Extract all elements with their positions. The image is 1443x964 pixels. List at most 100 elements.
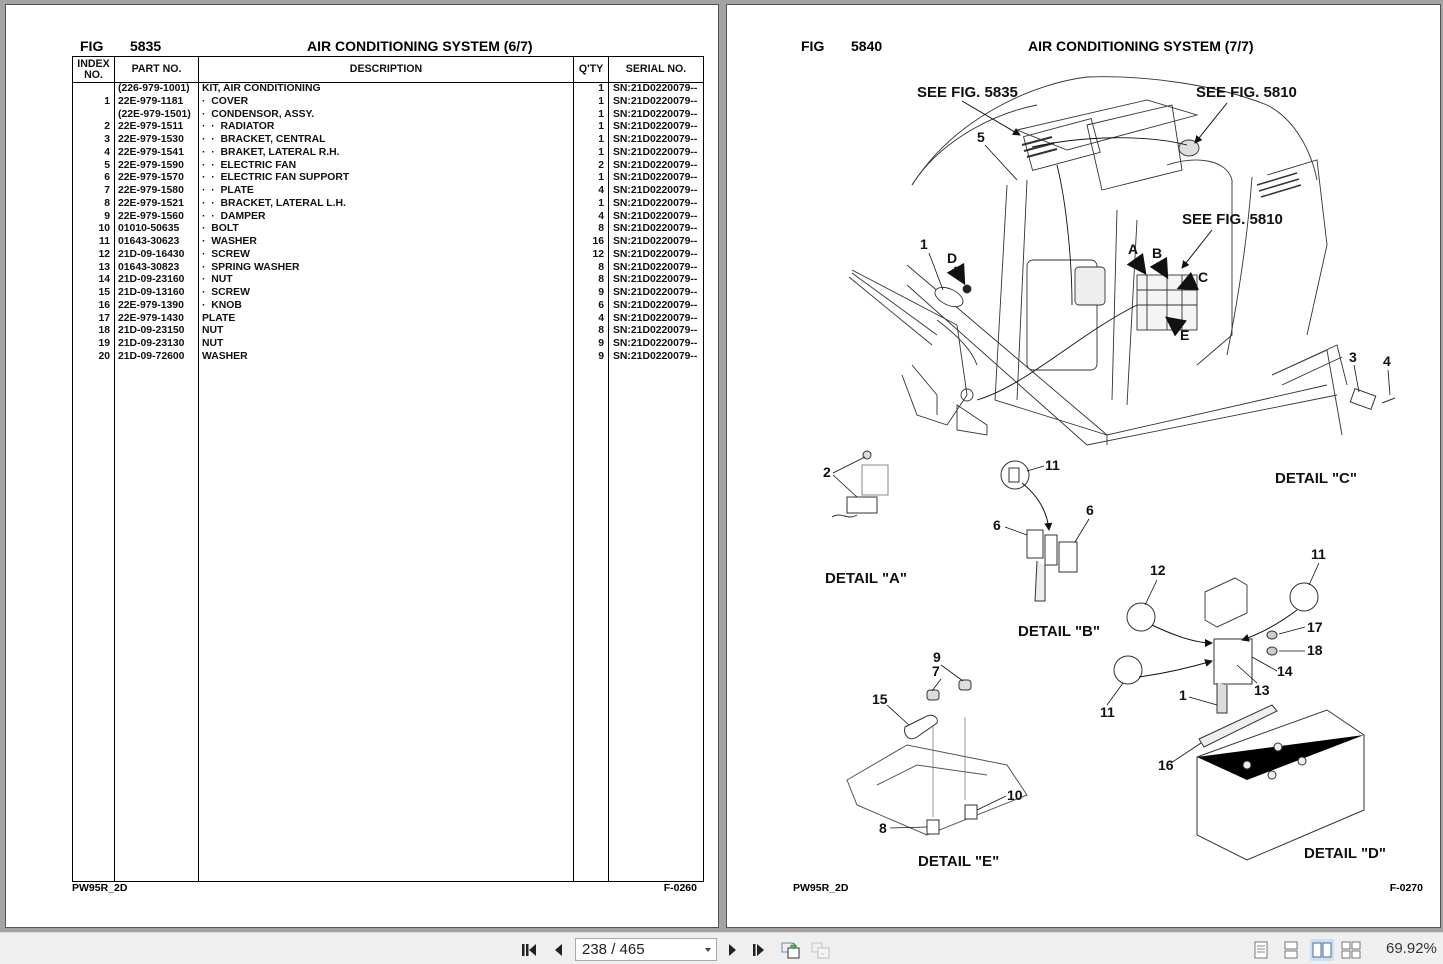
description-cell: ELECTRIC FAN xyxy=(198,159,574,173)
index-cell: 11 xyxy=(72,236,115,249)
serial-number-cell: SN:21D0220079-- xyxy=(608,172,704,185)
callout-label: D xyxy=(947,250,957,266)
continuous-view-button[interactable] xyxy=(1280,939,1302,961)
fig-number: 5835 xyxy=(130,38,162,54)
callout-label: 1 xyxy=(1179,687,1187,703)
detail-label: DETAIL "C" xyxy=(1275,470,1357,487)
next-view-icon xyxy=(811,942,830,959)
serial-number-cell: SN:21D0220079-- xyxy=(608,95,704,109)
callout-label: 14 xyxy=(1277,663,1293,679)
description-cell: DAMPER xyxy=(198,210,574,224)
description-text: WASHER xyxy=(202,350,248,362)
empty-cell xyxy=(608,363,704,882)
part-number-cell: 22E-979-1590 xyxy=(114,159,199,173)
description-cell: SCREW xyxy=(198,248,574,262)
index-cell: 2 xyxy=(72,121,115,134)
callout-label: 18 xyxy=(1307,642,1323,658)
description-cell: KNOB xyxy=(198,299,574,313)
detail-b: 11 6 6 DETAIL "B" xyxy=(993,457,1100,640)
index-cell: 4 xyxy=(72,146,115,160)
detail-a: 2 DETAIL "A" xyxy=(823,450,907,587)
index-cell: 19 xyxy=(72,338,115,351)
continuous-facing-view-button[interactable] xyxy=(1340,939,1362,961)
description-text: NUT xyxy=(202,338,224,349)
quantity-cell: 1 xyxy=(573,82,609,96)
first-page-button[interactable] xyxy=(518,939,540,961)
description-cell: BRAKET, LATERAL R.H. xyxy=(198,146,574,160)
part-number-cell: 21D-09-23160 xyxy=(114,274,199,287)
description-cell: SPRING WASHER xyxy=(198,261,574,275)
part-number-cell: 21D-09-13160 xyxy=(114,287,199,300)
description-text: BRAKET, LATERAL R.H. xyxy=(202,147,340,158)
facing-pages-icon xyxy=(1312,942,1332,958)
next-page-button[interactable] xyxy=(721,939,743,961)
quantity-cell: 1 xyxy=(573,172,609,185)
description-text: DAMPER xyxy=(202,211,266,222)
footer-model: PW95R_2D xyxy=(72,882,128,894)
callout-label: 6 xyxy=(993,517,1001,533)
column-header-qty: Q'TY xyxy=(573,56,609,83)
description-text: SPRING WASHER xyxy=(202,262,300,273)
page-number-input[interactable]: 238 / 465 xyxy=(575,938,717,961)
facing-view-button[interactable] xyxy=(1310,939,1334,961)
previous-page-button[interactable] xyxy=(547,939,569,961)
callout-label: 4 xyxy=(1383,353,1391,369)
serial-number-cell: SN:21D0220079-- xyxy=(608,210,704,224)
previous-view-button[interactable] xyxy=(780,939,802,961)
description-text: COVER xyxy=(202,96,248,107)
part-number-cell: 22E-979-1570 xyxy=(114,172,199,185)
description-cell: WASHER xyxy=(198,350,574,364)
callout-label: 17 xyxy=(1307,619,1323,635)
callout-label: 11 xyxy=(1100,704,1115,720)
description-cell: CONDENSOR, ASSY. xyxy=(198,108,574,122)
callout-label: 3 xyxy=(1349,349,1357,365)
fig-label: FIG xyxy=(80,38,104,54)
ref-label: SEE FIG. 5810 xyxy=(1182,211,1283,228)
index-cell: 1 xyxy=(72,95,115,109)
index-cell: 20 xyxy=(72,350,115,364)
description-cell: WASHER xyxy=(198,236,574,249)
fig-number: 5840 xyxy=(851,38,883,54)
footer-model: PW95R_2D xyxy=(793,882,849,894)
last-page-button[interactable] xyxy=(749,939,771,961)
detail-c: 3 4 DETAIL "C" xyxy=(1271,349,1396,487)
next-view-button[interactable] xyxy=(810,939,832,961)
serial-number-cell: SN:21D0220079-- xyxy=(608,261,704,275)
previous-page-icon xyxy=(555,944,562,956)
footer-page-code: F-0270 xyxy=(1389,882,1423,894)
page-dropdown-icon[interactable] xyxy=(705,948,711,952)
part-number-cell: 22E-979-1541 xyxy=(114,146,199,160)
description-cell: COVER xyxy=(198,95,574,109)
callout-label: 11 xyxy=(1045,457,1060,473)
callout-label: B xyxy=(1152,245,1162,261)
serial-number-cell: SN:21D0220079-- xyxy=(608,312,704,326)
document-viewport[interactable]: FIG 5835 AIR CONDITIONING SYSTEM (6/7) I… xyxy=(0,0,1443,932)
column-header-part-no: PART NO. xyxy=(114,56,199,83)
index-cell: 12 xyxy=(72,248,115,262)
next-page-icon xyxy=(729,944,736,956)
single-page-view-button[interactable] xyxy=(1250,939,1272,961)
navigation-toolbar: 238 / 465 69.92% xyxy=(0,932,1443,964)
serial-number-cell: SN:21D0220079-- xyxy=(608,223,704,236)
last-page-icon xyxy=(753,944,764,956)
zoom-level[interactable]: 69.92% xyxy=(1386,940,1437,957)
table-empty-space xyxy=(72,363,704,882)
description-text: BOLT xyxy=(202,223,239,234)
serial-number-cell: SN:21D0220079-- xyxy=(608,134,704,147)
description-text: NUT xyxy=(202,274,233,285)
description-text: BRACKET, LATERAL L.H. xyxy=(202,198,346,209)
first-page-icon xyxy=(522,944,536,956)
empty-cell xyxy=(573,363,609,882)
index-cell: 17 xyxy=(72,312,115,326)
callout-label: 11 xyxy=(1311,546,1326,562)
empty-cell xyxy=(72,363,115,882)
quantity-cell: 8 xyxy=(573,223,609,236)
